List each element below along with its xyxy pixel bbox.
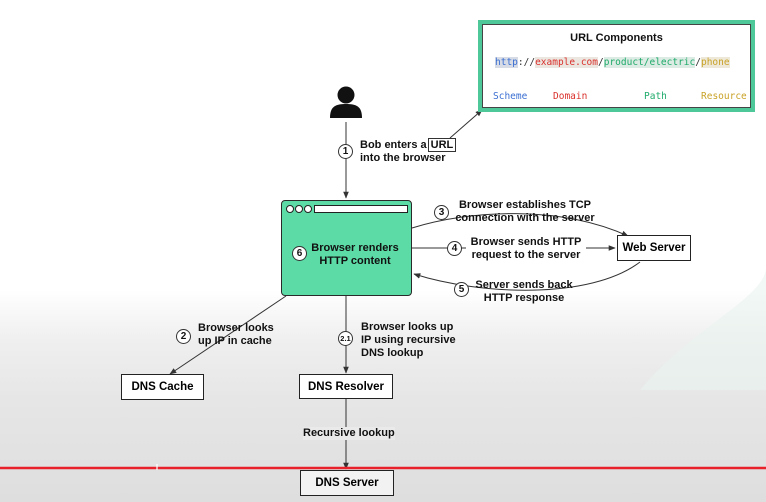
step-2-badge: 2 [176, 329, 191, 344]
url-string: http://example.com/product/electric/phon… [495, 57, 730, 68]
url-sep: :// [517, 57, 536, 68]
url-word: URL [427, 138, 457, 152]
dns-server-box: DNS Server [300, 470, 394, 496]
step-2-1-line3: DNS lookup [361, 347, 424, 359]
url-path: product/electric [603, 57, 696, 68]
step-5-badge: 5 [454, 282, 469, 297]
browser-dot [286, 205, 294, 213]
url-scheme: http [495, 57, 518, 68]
step-2-line2: up IP in cache [198, 335, 272, 347]
recursive-lookup-label: Recursive lookup [303, 427, 395, 440]
label-resource: Resource [701, 91, 747, 102]
step-4-badge: 4 [447, 241, 462, 256]
label-path: Path [644, 91, 667, 102]
step-5-text: Server sends back HTTP response [472, 279, 576, 305]
url-sep: / [695, 57, 701, 68]
step-2-1-line2: IP using recursive [361, 334, 456, 346]
url-panel-title: URL Components [570, 32, 663, 44]
web-server-box: Web Server [617, 235, 691, 261]
browser-dot [304, 205, 312, 213]
step-6-line1: Browser renders [311, 242, 399, 254]
arrow-http-response [413, 261, 641, 291]
url-components-panel: URL Components http://example.com/produc… [478, 20, 755, 112]
url-resource: phone [700, 57, 730, 68]
step-2-text: Browser looks up IP in cache [198, 322, 274, 348]
url-domain: example.com [535, 57, 598, 68]
step-4-line2: request to the server [471, 249, 581, 261]
arrow-dns-cache [169, 295, 287, 375]
arrow-url-panel [449, 109, 483, 139]
dns-cache-box: DNS Cache [121, 374, 204, 400]
arrow-tcp [411, 213, 629, 237]
step-2-1-line1: Browser looks up [361, 321, 454, 333]
step-1-line2: into the browser [360, 152, 446, 164]
decor-shape [640, 270, 766, 390]
label-domain: Domain [553, 91, 588, 102]
step-3-text: Browser establishes TCP connection with … [452, 199, 598, 225]
browser-dot [295, 205, 303, 213]
url-sep: / [597, 57, 604, 68]
step-6-line2: HTTP content [319, 255, 391, 267]
step-5-line1: Server sends back [475, 279, 573, 291]
step-3-badge: 3 [434, 205, 449, 220]
step-1-line1: Bob enters a [360, 139, 427, 151]
step-2-line1: Browser looks [198, 322, 274, 334]
step-3-line1: Browser establishes TCP [458, 199, 592, 211]
step-5-line2: HTTP response [483, 292, 565, 304]
step-6-badge: 6 [292, 246, 307, 261]
browser-address-bar [314, 205, 408, 213]
step-4-text: Browser sends HTTP request to the server [466, 236, 586, 262]
step-2-1-badge: 2.1 [338, 331, 353, 346]
person-icon [330, 86, 362, 118]
step-6-text: Browser renders HTTP content [310, 242, 400, 268]
step-4-line1: Browser sends HTTP [470, 236, 582, 248]
dns-resolver-box: DNS Resolver [299, 374, 393, 399]
step-3-line2: connection with the server [455, 212, 595, 224]
step-2-1-text: Browser looks up IP using recursive DNS … [361, 321, 456, 360]
step-1-badge: 1 [338, 144, 353, 159]
label-scheme: Scheme [493, 91, 528, 102]
